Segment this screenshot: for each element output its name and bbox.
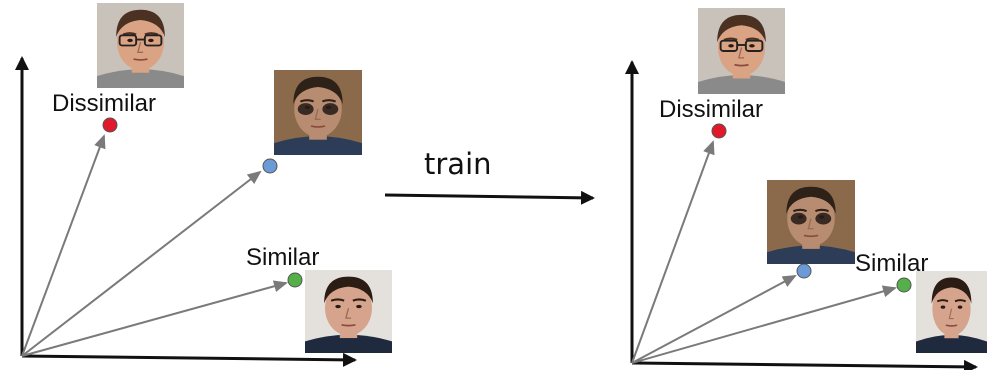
label-dissimilar-before: Dissimilar (52, 90, 156, 117)
point-similar (896, 277, 912, 293)
face-photo-glasses (97, 3, 184, 88)
train-label: train (424, 147, 492, 181)
vector-dissimilar (631, 140, 715, 364)
point-query (796, 263, 812, 279)
panel-before (15, 56, 357, 367)
face-photo-dark (767, 180, 855, 264)
vector-dissimilar (21, 134, 106, 357)
label-dissimilar-after: Dissimilar (659, 96, 763, 123)
x-axis (21, 352, 357, 367)
point-query (262, 158, 278, 174)
point-similar (287, 272, 303, 288)
vector-similar (631, 285, 897, 364)
vector-similar (21, 280, 288, 357)
face-photo-dark (274, 70, 362, 155)
x-axis (631, 359, 978, 370)
face-photo-young (916, 271, 987, 353)
train-arrow (384, 190, 595, 205)
point-dissimilar (711, 123, 727, 139)
face-photo-young (305, 270, 392, 353)
label-similar-before: Similar (246, 244, 320, 271)
vector-query (631, 275, 797, 364)
vector-query (21, 170, 262, 357)
point-dissimilar (102, 117, 118, 133)
panel-after (625, 60, 978, 370)
face-photo-glasses (698, 8, 785, 94)
